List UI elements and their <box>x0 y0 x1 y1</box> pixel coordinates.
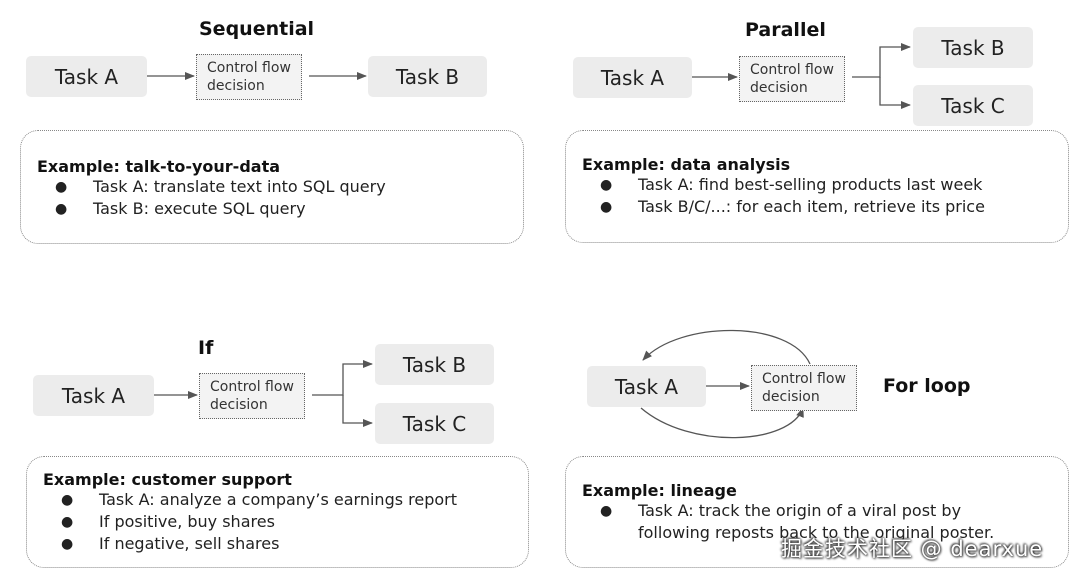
if-task-c: Task C <box>375 403 494 444</box>
parallel-title: Parallel <box>745 19 826 41</box>
loop-lower-arc <box>640 407 804 439</box>
for-loop-title: For loop <box>883 375 971 397</box>
bullet-icon: ● <box>600 503 613 519</box>
sequential-task-b: Task B <box>368 56 487 97</box>
bullet-icon: ● <box>55 201 68 217</box>
par-branch-to-b <box>852 43 911 78</box>
parallel-example-box: Example: data analysis ●Task A: find bes… <box>565 130 1069 243</box>
if-example-box: Example: customer support ●Task A: analy… <box>26 456 529 568</box>
sequential-task-a: Task A <box>26 56 147 97</box>
control-flow-label: Control flow <box>762 371 846 387</box>
if-example-title: Example: customer support <box>43 470 292 489</box>
decision-label: decision <box>762 389 820 405</box>
parallel-example-title: Example: data analysis <box>582 155 791 174</box>
list-item: ●Task A: find best-selling products last… <box>600 175 983 194</box>
list-item: ●If negative, sell shares <box>61 534 280 553</box>
for-loop-control-flow-box: Control flow decision <box>751 365 857 411</box>
bullet-icon: ● <box>61 514 74 530</box>
decision-label: decision <box>750 80 808 96</box>
list-item: ●Task A: track the origin of a viral pos… <box>600 501 962 520</box>
for-loop-example-title: Example: lineage <box>582 481 737 500</box>
parallel-task-a: Task A <box>573 57 692 98</box>
for-loop-example-box: Example: lineage ●Task A: track the orig… <box>565 456 1069 568</box>
watermark: 掘金技术社区 @ dearxue <box>781 537 1044 561</box>
control-flow-label: Control flow <box>210 379 294 395</box>
bullet-icon: ● <box>600 177 613 193</box>
bullet-icon: ● <box>61 492 74 508</box>
decision-label: decision <box>207 78 265 94</box>
if-task-b: Task B <box>375 344 494 385</box>
sequential-control-flow-box: Control flow decision <box>196 54 302 100</box>
list-item: ●Task A: analyze a company’s earnings re… <box>61 490 458 509</box>
sequential-example-box: Example: talk-to-your-data ●Task A: tran… <box>20 130 524 244</box>
parallel-task-c: Task C <box>913 85 1033 126</box>
bullet-icon: ● <box>600 199 613 215</box>
if-branch-to-b <box>312 360 373 396</box>
control-flow-label: Control flow <box>750 62 834 78</box>
control-flow-label: Control flow <box>207 60 291 76</box>
if-branch-to-c <box>342 395 373 427</box>
list-item: ●Task B/C/...: for each item, retrieve i… <box>600 197 985 216</box>
list-item: ●If positive, buy shares <box>61 512 275 531</box>
bullet-icon: ● <box>61 536 74 552</box>
sequential-title: Sequential <box>199 18 315 40</box>
list-item: ●Task A: translate text into SQL query <box>55 177 386 196</box>
parallel-control-flow-box: Control flow decision <box>739 56 845 102</box>
if-control-flow-box: Control flow decision <box>199 373 305 419</box>
bullet-icon: ● <box>55 179 68 195</box>
for-loop-task-a: Task A <box>587 366 706 407</box>
list-item-continuation: following reposts back to the original p… <box>638 523 995 542</box>
sequential-example-title: Example: talk-to-your-data <box>37 157 281 176</box>
loop-back-arc <box>642 329 811 365</box>
par-branch-to-c <box>879 77 911 109</box>
decision-label: decision <box>210 397 268 413</box>
if-title: If <box>198 337 214 359</box>
if-task-a: Task A <box>33 375 154 416</box>
list-item: ●Task B: execute SQL query <box>55 199 306 218</box>
parallel-task-b: Task B <box>913 27 1033 68</box>
